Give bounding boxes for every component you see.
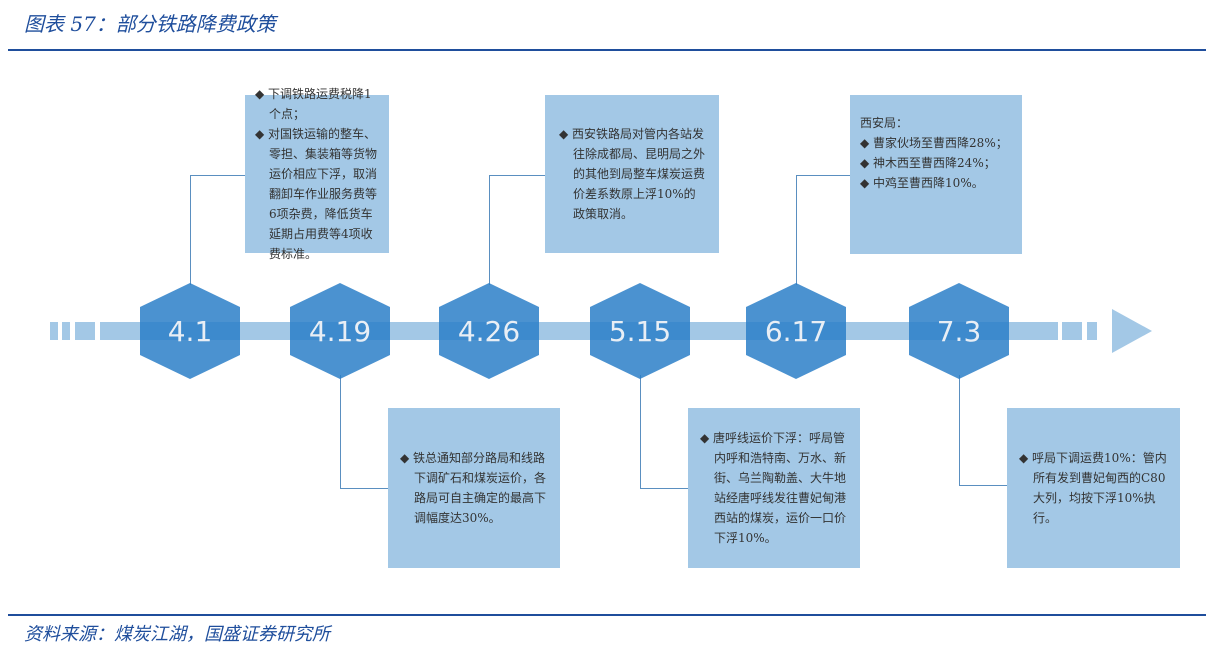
milestone-hex-4-26: 4.26	[439, 283, 539, 379]
policy-item: 中鸡至曹西降10%。	[860, 173, 1012, 193]
policy-box-7-3: 呼局下调运费10%：管内所有发到曹妃甸西的C80大列，均按下浮10%执行。	[1007, 408, 1180, 568]
policy-item: 对国铁运输的整车、零担、集装箱等货物运价相应下浮，取消翻卸车作业服务费等6项杂费…	[255, 124, 379, 264]
milestone-hex-4-19: 4.19	[290, 283, 390, 379]
policy-box-6-17: 西安局： 曹家伙场至曹西降28%； 神木西至曹西降24%； 中鸡至曹西降10%。	[850, 95, 1022, 254]
timeline-dash	[1062, 322, 1082, 340]
timeline-arrowhead-icon	[1112, 309, 1152, 353]
policy-item: 曹家伙场至曹西降28%；	[860, 133, 1012, 153]
policy-box-5-15: 唐呼线运价下浮：呼局管内呼和浩特南、万水、新街、乌兰陶勒盖、大牛地站经唐呼线发往…	[688, 408, 860, 568]
policy-item: 西安铁路局对管内各站发往除成都局、昆明局之外的其他到局整车煤炭运费价差系数原上浮…	[559, 124, 705, 224]
policy-item: 神木西至曹西降24%；	[860, 153, 1012, 173]
timeline-dash	[75, 322, 95, 340]
policy-heading: 西安局：	[860, 116, 909, 130]
source-note: 资料来源：煤炭江湖，国盛证券研究所	[24, 624, 330, 645]
figure-title: 图表 57：部分铁路降费政策	[24, 12, 276, 36]
policy-item: 唐呼线运价下浮：呼局管内呼和浩特南、万水、新街、乌兰陶勒盖、大牛地站经唐呼线发往…	[700, 428, 848, 548]
policy-item: 下调铁路运费税降1个点；	[255, 84, 379, 124]
bottom-rule	[8, 614, 1206, 616]
milestone-hex-4-1: 4.1	[140, 283, 240, 379]
policy-box-4-1: 下调铁路运费税降1个点； 对国铁运输的整车、零担、集装箱等货物运价相应下浮，取消…	[245, 87, 389, 261]
top-rule	[8, 49, 1206, 51]
timeline-dash	[50, 322, 58, 340]
policy-item: 铁总通知部分路局和线路下调矿石和煤炭运价，各路局可自主确定的最高下调幅度达30%…	[400, 448, 548, 528]
policy-box-4-19: 铁总通知部分路局和线路下调矿石和煤炭运价，各路局可自主确定的最高下调幅度达30%…	[388, 408, 560, 568]
milestone-hex-7-3: 7.3	[909, 283, 1009, 379]
timeline-dash	[1087, 322, 1097, 340]
timeline-dash	[62, 322, 70, 340]
milestone-hex-5-15: 5.15	[590, 283, 690, 379]
policy-box-4-26: 西安铁路局对管内各站发往除成都局、昆明局之外的其他到局整车煤炭运费价差系数原上浮…	[545, 95, 719, 253]
milestone-hex-6-17: 6.17	[746, 283, 846, 379]
policy-item: 呼局下调运费10%：管内所有发到曹妃甸西的C80大列，均按下浮10%执行。	[1019, 448, 1168, 528]
